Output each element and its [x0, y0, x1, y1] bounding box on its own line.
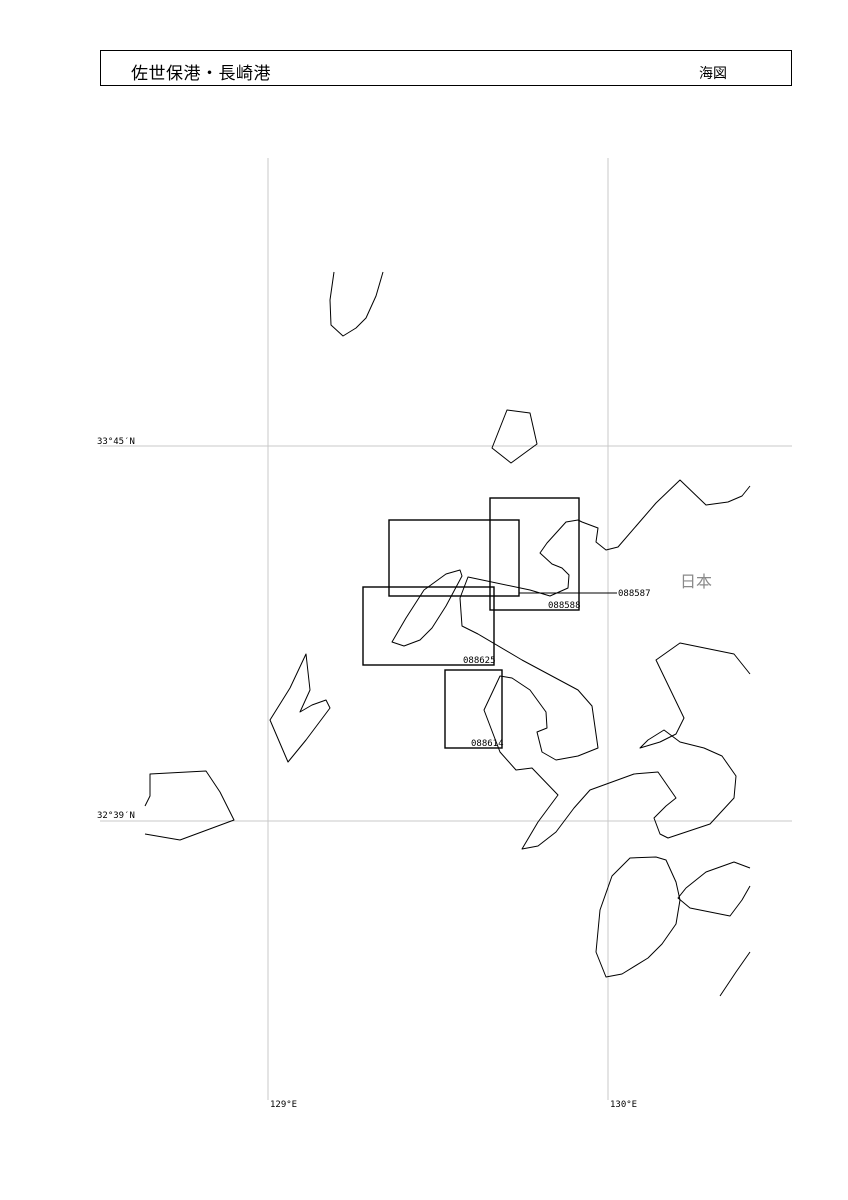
chart-box-088614[interactable] [444, 669, 503, 749]
coast-iki-island [491, 409, 538, 464]
chart-type-label: 海図 [699, 66, 727, 82]
chart-box-088625[interactable] [362, 586, 495, 666]
coast-kyushu-north [459, 479, 751, 850]
country-label: 日本 [680, 572, 712, 591]
lat-label-32-39n: 32°39′N [97, 811, 135, 821]
chart-boxes [362, 497, 580, 749]
lat-label-33-45n: 33°45′N [97, 437, 135, 447]
lon-label-130e: 130°E [610, 1100, 637, 1110]
coast-south-fragment [719, 951, 751, 997]
coast-tsushima-south [329, 271, 384, 337]
coast-amakusa [595, 856, 681, 978]
coast-goto-south [144, 770, 235, 841]
chart-box-088587[interactable] [388, 519, 520, 597]
chart-box-088588[interactable] [489, 497, 580, 611]
coast-shimabara-east [677, 861, 751, 917]
coast-hirado-island [391, 569, 463, 647]
chart-label-088625: 088625 [463, 656, 496, 666]
coast-goto-north [269, 653, 331, 763]
lon-label-129e: 129°E [270, 1100, 297, 1110]
map-title: 佐世保港・長崎港 [131, 64, 271, 84]
chart-label-088588: 088588 [548, 601, 581, 611]
graticule [100, 158, 792, 1100]
title-box: 佐世保港・長崎港 海図 [100, 50, 792, 86]
chart-label-088587: 088587 [618, 589, 651, 599]
chart-label-088614: 088614 [471, 739, 504, 749]
coastlines [144, 271, 751, 997]
